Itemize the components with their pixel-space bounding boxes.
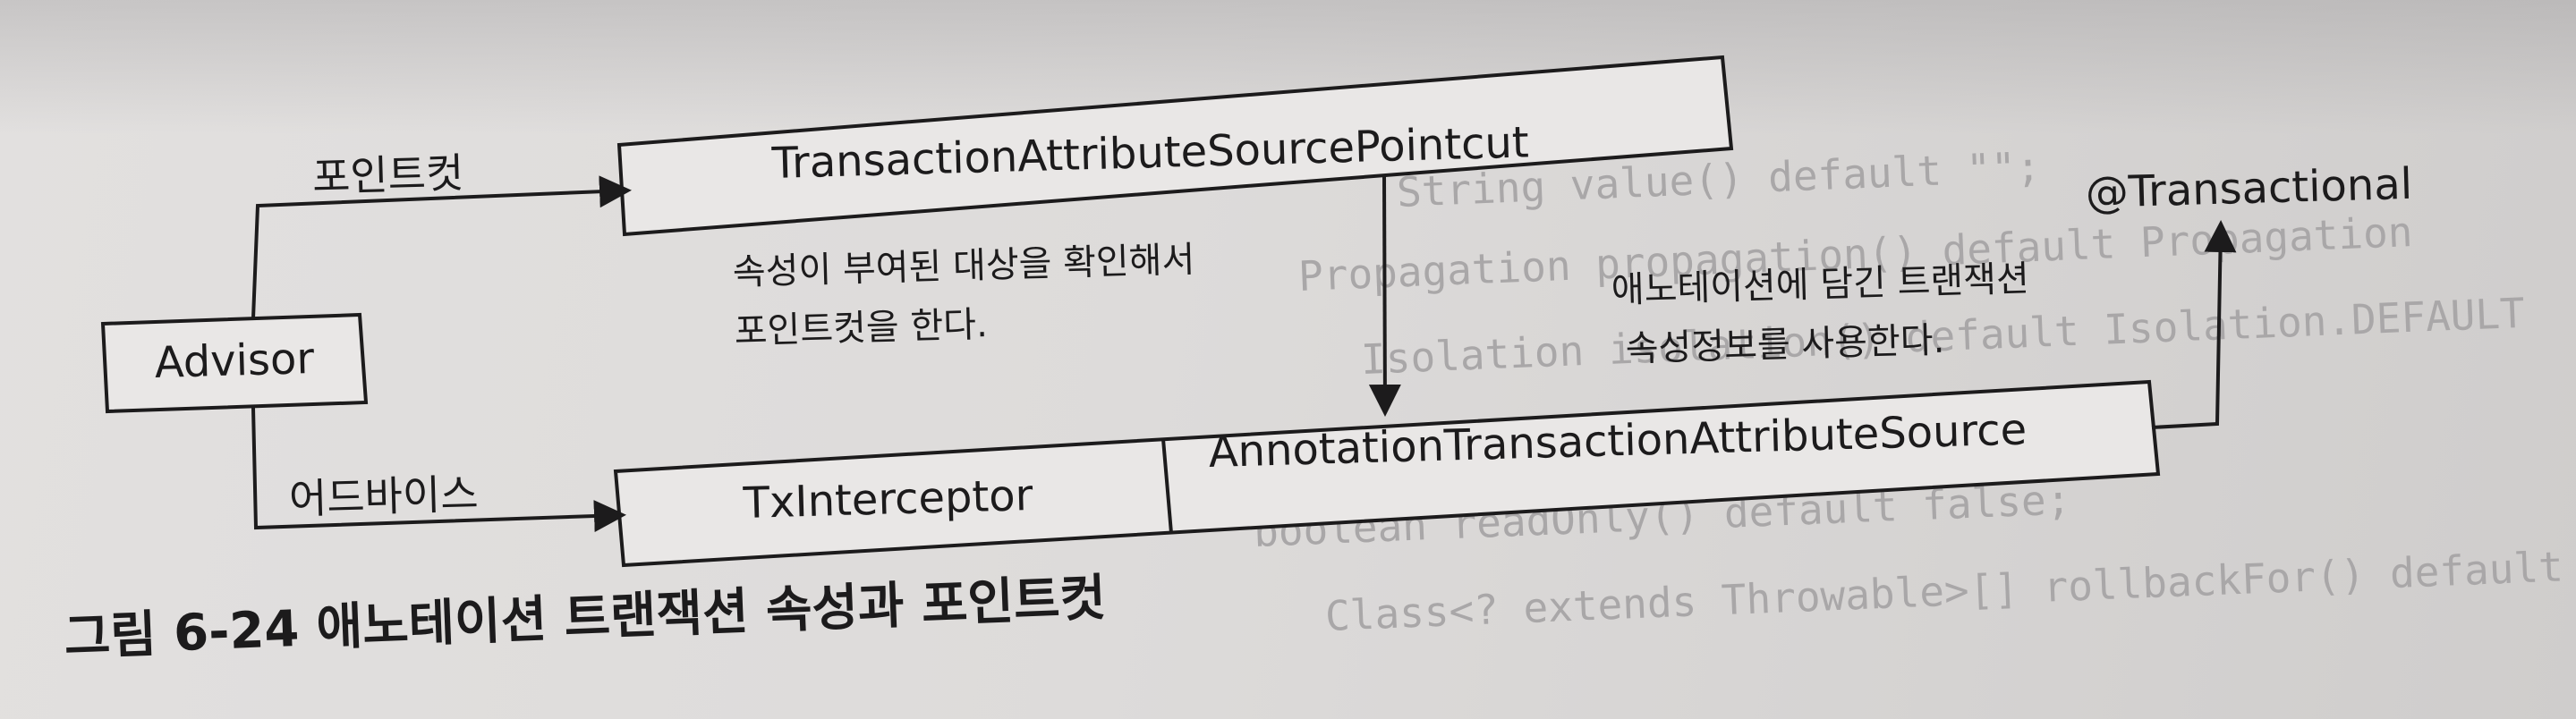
advisor-to-interceptor-arrow — [251, 407, 626, 533]
box-divider — [1161, 438, 1173, 534]
source-note-line-2: 속성정보를 사용한다. — [1625, 319, 1945, 370]
advisor-label: Advisor — [154, 334, 315, 388]
pointcut-note: 속성이 부여된 대상을 확인해서 포인트컷을 한다. — [732, 231, 1197, 361]
transactional-label: @Transactional — [2085, 158, 2413, 218]
source-note-line-1: 애노테이션에 담긴 트랜잭션 — [1611, 258, 2030, 311]
pointcut-edge-label: 포인트컷 — [311, 148, 464, 201]
interceptor-source-box — [613, 379, 2161, 568]
interceptor-label: TxInterceptor — [743, 469, 1034, 529]
advisor-to-pointcut-arrow — [251, 175, 632, 319]
source-to-transactional-arrow — [2151, 220, 2237, 429]
advice-edge-label: 어드바이스 — [288, 469, 480, 523]
source-note: 애노테이션에 담긴 트랜잭션 속성정보를 사용한다. — [1611, 250, 2032, 379]
pointcut-to-source-arrow — [1368, 174, 1401, 417]
advisor-box — [100, 312, 369, 414]
